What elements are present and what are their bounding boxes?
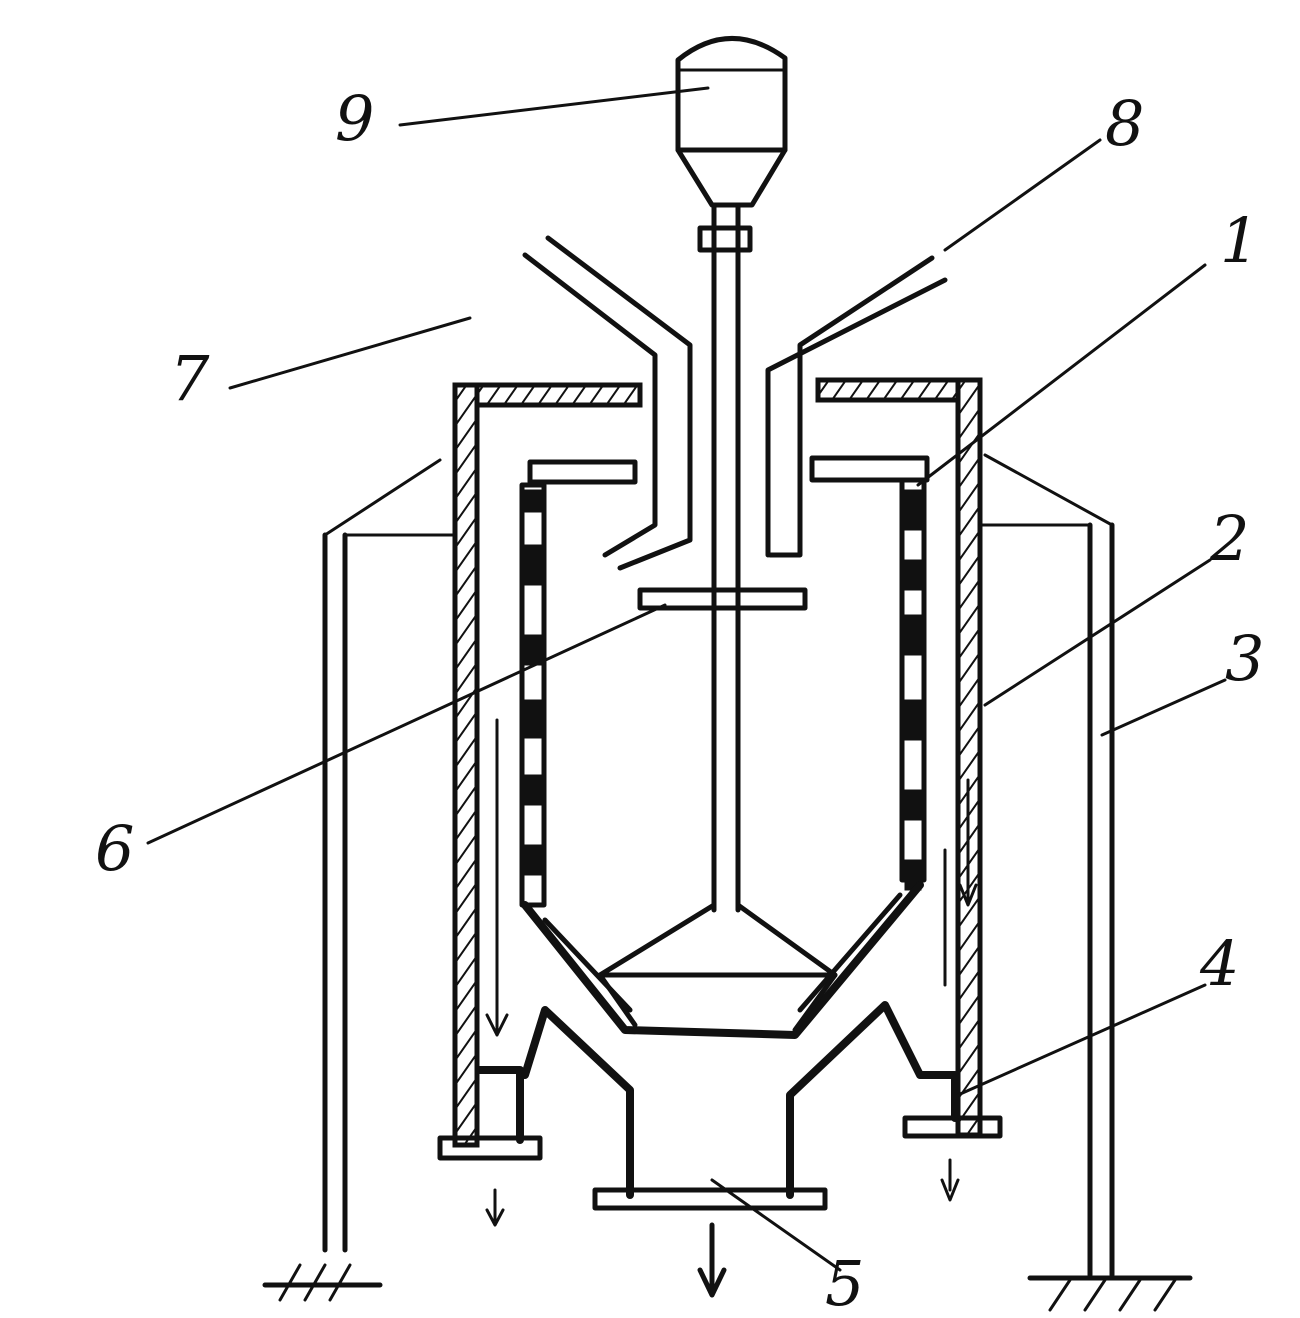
label-7: 7	[170, 342, 210, 415]
label-4: 4	[1199, 927, 1239, 1000]
label-9: 9	[335, 82, 374, 155]
distributor-disc-6	[637, 587, 808, 611]
feed-pipe-7	[522, 235, 693, 571]
label-2: 2	[1209, 502, 1249, 575]
label-5: 5	[825, 1247, 864, 1318]
reference-labels: 9 8 1 7 2 3 6 4 5	[95, 82, 1264, 1318]
motor-9	[675, 36, 788, 253]
bottom-outlet-5	[476, 1001, 959, 1211]
support-legs-3	[262, 453, 1193, 1312]
leader-lines	[146, 86, 1227, 1272]
shaft	[711, 202, 741, 913]
flow-arrows	[485, 718, 978, 1298]
outlet-pipe-8	[765, 255, 948, 558]
label-6: 6	[95, 812, 134, 885]
label-3: 3	[1225, 622, 1264, 695]
rotor-spokes	[597, 902, 838, 1033]
rotor-basket-1	[519, 455, 930, 1039]
label-1: 1	[1220, 204, 1259, 277]
outer-housing-2	[437, 377, 1003, 1161]
label-8: 8	[1105, 87, 1144, 160]
